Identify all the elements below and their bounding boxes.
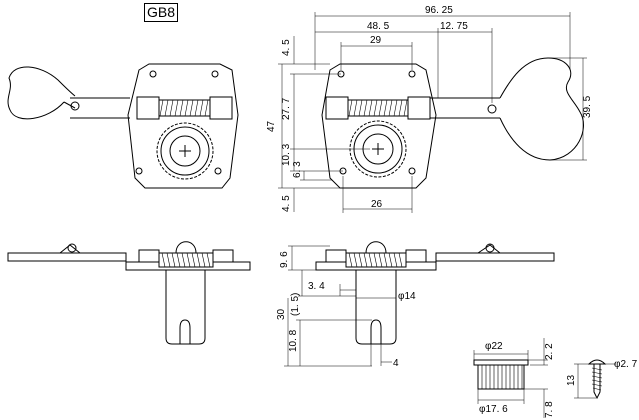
- tuning-key-left: [7, 66, 76, 120]
- dim-bushing-inner-diameter: φ17. 6: [479, 404, 508, 415]
- post-left: [165, 270, 206, 345]
- dim-slot-width: 4: [393, 358, 399, 369]
- dim-shaft-offset: 3. 4: [308, 281, 325, 292]
- dim-gear-offset: 10. 3: [281, 143, 292, 166]
- post-right: [355, 270, 397, 345]
- dim-post-length: 30: [276, 308, 287, 320]
- dim-post-diameter: φ14: [398, 291, 416, 302]
- dim-overall-width: 96. 25: [425, 5, 453, 16]
- dim-key-height: 39. 5: [582, 95, 593, 118]
- front-view-left: [7, 63, 239, 189]
- gear-left: [156, 122, 214, 180]
- dim-bushing-top: 2. 2: [544, 343, 555, 360]
- front-view-right: [321, 57, 584, 189]
- bushing: φ22 φ17. 6 2. 2 7. 8: [473, 338, 555, 418]
- dim-top-margin: 4. 5: [281, 39, 292, 56]
- dim-plate-width: 48. 5: [367, 21, 390, 32]
- dim-post-offset: 12. 75: [440, 21, 468, 32]
- side-dimensions: 9. 6 (1. 5) 3. 4 30 10. 8 φ14 4: [276, 245, 416, 369]
- dim-bushing-height: 7. 8: [544, 401, 555, 418]
- screw: φ2. 7 13: [566, 359, 638, 400]
- dim-post-height: 27. 7: [281, 97, 292, 120]
- model-label: GB8: [144, 3, 178, 22]
- tuning-key-right: [499, 57, 584, 161]
- dim-bottom-step: 6. 3: [292, 161, 303, 178]
- top-dimensions: 96. 25 48. 5 12. 75 29 26 39. 5 47 4. 5: [266, 5, 593, 213]
- dim-bottom-margin: 4. 5: [281, 195, 292, 212]
- dim-slot-depth: 10. 8: [288, 329, 299, 352]
- dim-spacer: (1. 5): [290, 293, 301, 316]
- dim-hole-spacing-top: 29: [370, 35, 382, 46]
- dim-hole-spacing-bottom: 26: [371, 199, 383, 210]
- dim-side-plate-height: 9. 6: [279, 251, 290, 268]
- dim-screw-length: 13: [566, 374, 577, 386]
- dim-bushing-diameter: φ22: [485, 341, 503, 352]
- dim-screw-diameter: φ2. 7: [614, 359, 638, 370]
- dim-plate-height: 47: [266, 120, 277, 132]
- side-view-left: [7, 241, 251, 345]
- base-plate-right: [321, 63, 437, 189]
- base-plate-left: [127, 63, 239, 189]
- side-view-right: [315, 241, 555, 345]
